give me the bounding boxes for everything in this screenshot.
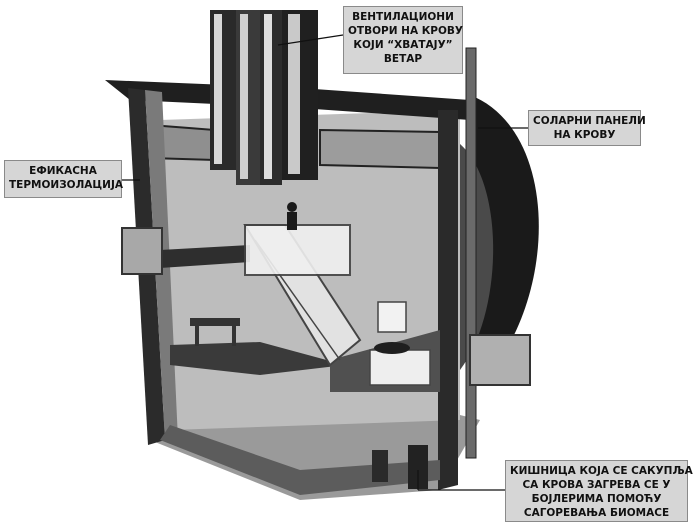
callout-rainwater-line1: КИШНИЦА КОЈА СЕ САКУПЉА [510, 465, 693, 477]
table-leg-1 [195, 326, 199, 346]
callout-ventilation-line3: КОЈИ “ХВАТАЈУ” [353, 39, 453, 51]
person-head [287, 202, 297, 212]
callout-insulation-line1: ЕФИКАСНА [29, 165, 97, 177]
balcony-left [121, 227, 163, 275]
sofa [369, 349, 431, 386]
armchair [377, 301, 407, 333]
dining-table [190, 318, 240, 326]
ventilation-towers [210, 10, 318, 185]
table-leg-2 [232, 326, 236, 346]
solar-panel-right [319, 128, 441, 170]
boiler-1 [372, 450, 388, 482]
callout-ventilation-line2: ОТВОРИ НА КРОВУ [348, 25, 464, 37]
leader-ventilation [277, 34, 344, 46]
callout-insulation: ЕФИКАСНА ТЕРМОИЗОЛАЦИЈА [4, 160, 123, 198]
boiler-2 [408, 445, 428, 489]
rug [374, 342, 410, 354]
callout-ventilation-line1: ВЕНТИЛАЦИОНИ [352, 11, 454, 23]
curved-roof-shell [470, 95, 539, 385]
callout-ventilation-line4: ВЕТАР [383, 53, 423, 65]
callout-rainwater: КИШНИЦА КОЈА СЕ САКУПЉА СА КРОВА ЗАГРЕВА… [505, 460, 693, 522]
person-body [287, 212, 297, 230]
loft-glass [244, 224, 351, 276]
callout-solar-line1: СОЛАРНИ ПАНЕЛИ [533, 115, 646, 127]
right-wall-column [438, 110, 458, 490]
callout-insulation-line2: ТЕРМОИЗОЛАЦИЈА [9, 179, 123, 191]
callout-rainwater-line2: СА КРОВА ЗАГРЕВА СЕ У [522, 479, 671, 491]
callout-solar-line2: НА КРОВУ [553, 129, 616, 141]
balcony-right [469, 334, 531, 386]
callout-ventilation: ВЕНТИЛАЦИОНИ ОТВОРИ НА КРОВУ КОЈИ “ХВАТА… [343, 6, 463, 74]
floor-middle [170, 342, 345, 375]
callout-rainwater-line3: БОЈЛЕРИМА ПОМОЋУ [531, 493, 662, 505]
callout-rainwater-line4: САГОРЕВАЊА БИОМАСЕ [523, 507, 670, 519]
callout-solar-panels: СОЛАРНИ ПАНЕЛИ НА КРОВУ [528, 110, 646, 146]
chimney-pipe [465, 47, 477, 459]
floor-upper [160, 245, 250, 268]
floor-ground [160, 425, 440, 495]
